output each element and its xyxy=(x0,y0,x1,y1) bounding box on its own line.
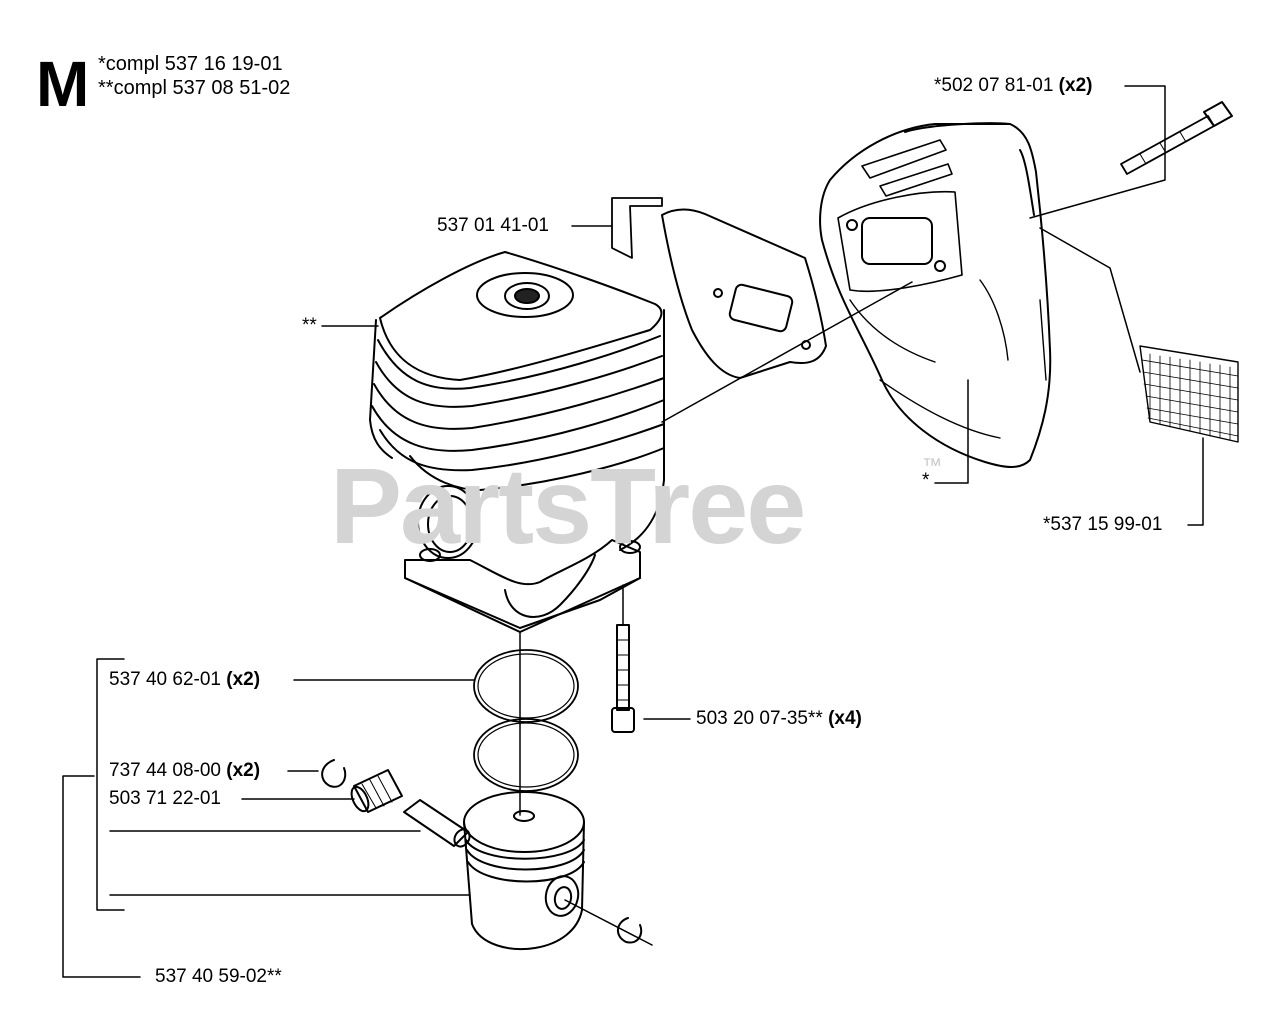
muffler-bolt xyxy=(1120,101,1233,175)
part-number: 537 40 59-02** xyxy=(155,966,282,987)
part-number: * xyxy=(922,470,930,491)
spark-screen xyxy=(1139,345,1239,443)
cylinder-screw xyxy=(611,624,635,733)
part-label-piston-kit[interactable]: 537 40 59-02** xyxy=(155,966,282,988)
kit-header-line-1: *compl 537 16 19-01 xyxy=(98,53,283,75)
part-label-gasket[interactable]: 537 01 41-01 xyxy=(437,215,549,237)
part-number: *502 07 81-01 xyxy=(934,75,1054,96)
watermark: PartsTree xyxy=(330,445,806,566)
part-number: *537 15 99-01 xyxy=(1043,514,1163,535)
cylinder xyxy=(369,251,665,633)
part-number: 503 20 07-35** xyxy=(696,708,823,729)
piston-pin xyxy=(403,799,471,848)
part-number: 503 71 22-01 xyxy=(109,788,221,809)
needle-bearing xyxy=(350,769,403,813)
part-label-piston-ring[interactable]: 537 40 62-01 (x2) xyxy=(109,669,260,691)
circlips xyxy=(321,759,643,944)
part-number: 537 01 41-01 xyxy=(437,215,549,236)
part-qty: (x2) xyxy=(226,669,261,690)
piston-rings xyxy=(473,649,579,792)
part-label-muffler-bolt[interactable]: *502 07 81-01 (x2) xyxy=(934,75,1092,97)
part-number: 737 44 08-00 xyxy=(109,760,221,781)
part-label-needle-bearing[interactable]: 503 71 22-01 xyxy=(109,788,221,810)
section-letter: M xyxy=(36,48,90,120)
part-qty: (x4) xyxy=(828,708,862,729)
kit-header-line-2: **compl 537 08 51-02 xyxy=(98,77,291,99)
part-label-muffler[interactable]: * xyxy=(922,470,929,492)
muffler xyxy=(819,122,1052,468)
part-label-screen[interactable]: *537 15 99-01 xyxy=(1043,514,1162,536)
part-qty: (x2) xyxy=(226,760,261,781)
watermark-trademark: ™ xyxy=(922,455,942,477)
part-label-cylinder[interactable]: ** xyxy=(302,315,317,337)
part-qty: (x2) xyxy=(1058,75,1093,96)
gasket-plate xyxy=(611,197,827,379)
part-number: ** xyxy=(302,315,317,336)
piston xyxy=(463,791,585,951)
part-number: 537 40 62-01 xyxy=(109,669,221,690)
part-label-circlip[interactable]: 737 44 08-00 (x2) xyxy=(109,760,260,782)
part-label-cylinder-screw[interactable]: 503 20 07-35** (x4) xyxy=(696,708,862,730)
